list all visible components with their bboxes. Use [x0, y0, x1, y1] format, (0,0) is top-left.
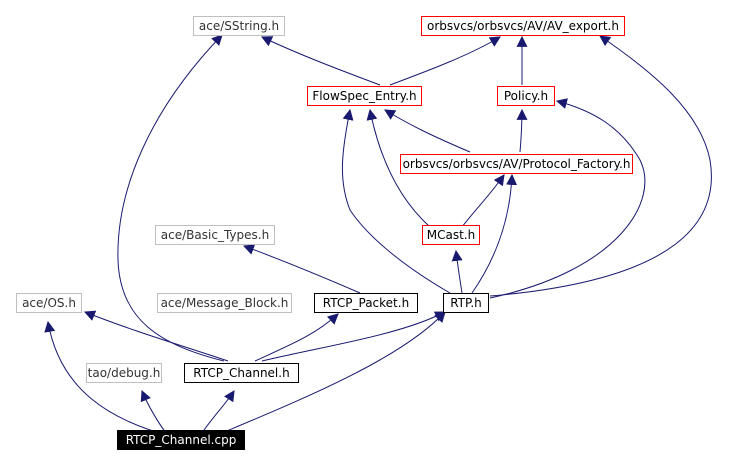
- node-av-export[interactable]: orbsvcs/orbsvcs/AV/AV_export.h: [421, 16, 625, 36]
- node-message-block[interactable]: ace/Message_Block.h: [157, 293, 292, 313]
- edge-protocol-to-policy: [516, 108, 528, 153]
- edge-mcast-to-flowspec: [366, 108, 431, 228]
- node-debug[interactable]: tao/debug.h: [86, 363, 162, 383]
- node-flowspec-entry[interactable]: FlowSpec_Entry.h: [307, 86, 422, 106]
- edge-root-to-rtp: [214, 311, 446, 437]
- node-policy[interactable]: Policy.h: [497, 86, 555, 106]
- edge-rtp-to-mcast: [451, 249, 463, 294]
- edge-flowspec-to-av-export: [389, 36, 501, 86]
- edge-rtcp-channel-to-rtcp-packet: [254, 313, 339, 362]
- node-os[interactable]: ace/OS.h: [16, 293, 82, 313]
- edge-protocol-to-flowspec: [384, 109, 471, 153]
- edge-rtp-to-protocol: [471, 173, 518, 294]
- node-sstring[interactable]: ace/SString.h: [193, 16, 285, 36]
- node-rtcp-channel-cpp[interactable]: RTCP_Channel.cpp: [117, 430, 245, 450]
- node-rtcp-channel[interactable]: RTCP_Channel.h: [184, 363, 299, 383]
- node-rtcp-packet[interactable]: RTCP_Packet.h: [314, 293, 418, 313]
- edge-rtcp-channel-to-rtp: [261, 311, 446, 362]
- edge-rtp-to-av-export: [489, 35, 712, 297]
- edge-mcast-to-protocol: [461, 174, 505, 228]
- edge-flowspec-to-sstring: [261, 36, 381, 86]
- edge-rtp-to-policy: [489, 98, 646, 299]
- edge-rtcp-channel-to-os: [83, 310, 229, 362]
- node-rtp[interactable]: RTP.h: [443, 293, 489, 313]
- node-basic-types[interactable]: ace/Basic_Types.h: [155, 225, 275, 245]
- edge-rtp-to-flowspec: [341, 108, 451, 294]
- node-mcast[interactable]: MCast.h: [422, 225, 480, 245]
- edge-root-to-os: [44, 320, 171, 437]
- edge-rtcp-packet-to-basic-types: [242, 244, 361, 294]
- edge-rtcp-channel-to-sstring: [117, 34, 225, 362]
- node-protocol-factory[interactable]: orbsvcs/orbsvcs/AV/Protocol_Factory.h: [400, 154, 633, 174]
